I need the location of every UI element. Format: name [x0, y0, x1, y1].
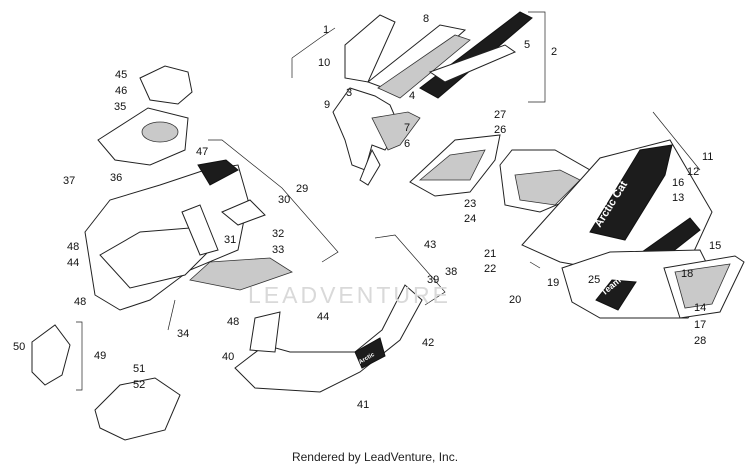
callout-51: 51: [133, 363, 145, 375]
callout-33: 33: [272, 244, 284, 256]
callout-12: 12: [687, 166, 699, 178]
belly-pan: [234, 284, 423, 393]
callout-16: 16: [672, 177, 684, 189]
callout-19: 19: [547, 277, 559, 289]
footer-credit: Rendered by LeadVenture, Inc.: [291, 450, 459, 464]
callout-10: 10: [318, 57, 330, 69]
callout-15: 15: [709, 240, 721, 252]
callout-50: 50: [13, 341, 25, 353]
callout-30: 30: [278, 194, 290, 206]
callout-44b: 44: [317, 311, 329, 323]
callout-3: 3: [346, 87, 352, 99]
callout-13: 13: [672, 192, 684, 204]
callout-22: 22: [484, 263, 496, 275]
callout-23: 23: [464, 198, 476, 210]
callout-5: 5: [524, 39, 530, 51]
callout-44a: 44: [67, 257, 79, 269]
callout-39: 39: [427, 274, 439, 286]
callout-46: 46: [115, 85, 127, 97]
callout-38: 38: [445, 266, 457, 278]
callout-41: 41: [357, 399, 369, 411]
callout-20: 20: [509, 294, 521, 306]
callout-26: 26: [494, 124, 506, 136]
callout-43: 43: [424, 239, 436, 251]
callout-28: 28: [694, 335, 706, 347]
callout-32: 32: [272, 228, 284, 240]
callout-24: 24: [464, 213, 476, 225]
callout-4: 4: [409, 90, 415, 102]
callout-36: 36: [110, 172, 122, 184]
callout-31: 31: [224, 234, 236, 246]
callout-40: 40: [222, 351, 234, 363]
callout-2: 2: [551, 46, 557, 58]
windshield-assembly: [332, 11, 533, 186]
callout-8: 8: [423, 13, 429, 25]
callout-34: 34: [177, 328, 189, 340]
right-side-panel: [521, 139, 745, 319]
callout-1: 1: [323, 24, 329, 36]
callout-52: 52: [133, 379, 145, 391]
callout-47: 47: [196, 146, 208, 158]
left-hood-assembly: [84, 65, 293, 311]
lower-left-parts: [31, 324, 181, 441]
callout-14: 14: [694, 302, 706, 314]
watermark: LEADVENTURE: [248, 282, 451, 308]
bracket-lines: [76, 11, 701, 391]
callout-6: 6: [404, 138, 410, 150]
callout-45: 45: [115, 69, 127, 81]
callout-48c: 48: [227, 316, 239, 328]
callout-7: 7: [404, 122, 410, 134]
callout-9: 9: [324, 99, 330, 111]
callout-21: 21: [484, 248, 496, 260]
callout-42: 42: [422, 337, 434, 349]
callout-27: 27: [494, 109, 506, 121]
callout-49: 49: [94, 350, 106, 362]
callout-37: 37: [63, 175, 75, 187]
callout-17: 17: [694, 319, 706, 331]
callout-35: 35: [114, 101, 126, 113]
callout-29: 29: [296, 183, 308, 195]
callout-11: 11: [702, 151, 713, 163]
callout-labels: 1 2 3 4 5 6 7 8 9 10 11 12 13 14 15 16 1…: [13, 13, 721, 411]
callout-48a: 48: [67, 241, 79, 253]
callout-48b: 48: [74, 296, 86, 308]
callout-18: 18: [681, 268, 693, 280]
callout-25: 25: [588, 274, 600, 286]
